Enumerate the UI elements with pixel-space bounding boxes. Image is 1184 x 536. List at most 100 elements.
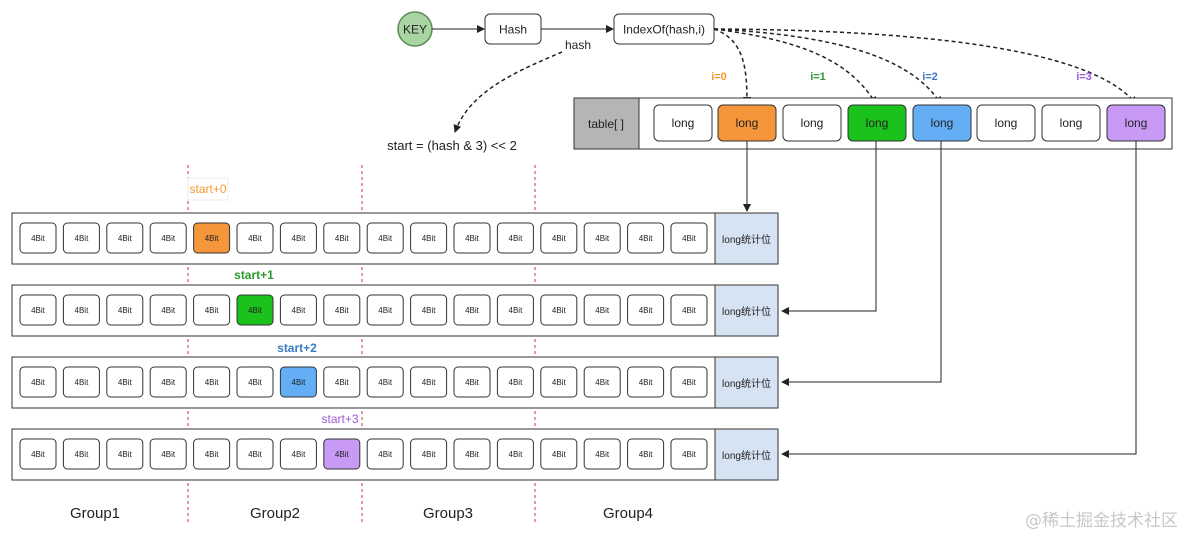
bit-cell <box>279 438 317 470</box>
table-cell-6 <box>1041 104 1101 142</box>
bit-cell <box>19 222 57 254</box>
group-label-4: Group4 <box>603 505 653 522</box>
table-cell-label-0: long <box>672 116 695 130</box>
table-cell-label-2: long <box>801 116 824 130</box>
bit-cell <box>670 366 708 398</box>
counter-rows: 4Bit 4Bit 4Bit 4Bit 4Bit 4Bit 4Bit 4Bit 4Bit 4Bit… <box>11 212 779 481</box>
indexof-to-i2-arrow <box>713 28 942 105</box>
bit-cell-label: 4Bit <box>75 378 90 387</box>
bit-cell <box>149 294 187 326</box>
watermark: @稀土掘金技术社区 <box>1025 511 1178 531</box>
bit-cell-label: 4Bit <box>248 306 263 315</box>
bit-cell-label: 4Bit <box>682 234 697 243</box>
bit-cell-label: 4Bit <box>292 378 307 387</box>
start-label-3: start+3 <box>321 412 358 426</box>
bit-cell-label: 4Bit <box>509 378 524 387</box>
counter-cell-label: long统计位 <box>722 377 771 390</box>
bit-cell-label: 4Bit <box>161 378 176 387</box>
bit-cell-label: 4Bit <box>552 306 567 315</box>
bit-cell <box>540 438 578 470</box>
bit-cell <box>670 438 708 470</box>
bit-cell <box>410 222 448 254</box>
bit-cell <box>627 438 665 470</box>
bit-cell-label: 4Bit <box>552 450 567 459</box>
table-label-cell <box>573 97 640 150</box>
bit-cell-label: 4Bit <box>465 450 480 459</box>
bit-cell-label: 4Bit <box>292 234 307 243</box>
bit-cell <box>236 366 274 398</box>
bit-cell <box>583 222 621 254</box>
group-label-3: Group3 <box>423 505 473 522</box>
bit-cell <box>236 438 274 470</box>
bit-cell <box>236 222 274 254</box>
bit-cell-label: 4Bit <box>118 234 133 243</box>
bit-cell <box>366 294 404 326</box>
bit-cell <box>540 222 578 254</box>
counter-cell-label: long统计位 <box>722 305 771 318</box>
table-cell-label-7: long <box>1125 116 1148 130</box>
bit-cell-label: 4Bit <box>205 306 220 315</box>
bit-cell-label: 4Bit <box>161 450 176 459</box>
bit-cell-label: 4Bit <box>639 306 654 315</box>
bit-cell-label: 4Bit <box>205 234 220 243</box>
bit-cell-label: 4Bit <box>422 306 437 315</box>
indexof-to-i0-arrow <box>713 28 751 105</box>
bit-cell <box>583 366 621 398</box>
bit-cell <box>410 294 448 326</box>
start-formula: start = (hash & 3) << 2 <box>387 138 517 153</box>
table-label: table[ ] <box>588 117 624 131</box>
bit-cell-label: 4Bit <box>465 234 480 243</box>
table-cell-label-6: long <box>1060 116 1083 130</box>
index-label-i1: i=1 <box>810 71 826 83</box>
bit-cell <box>149 366 187 398</box>
index-label-i3: i=3 <box>1076 71 1092 83</box>
start-label-2: start+2 <box>277 341 317 355</box>
bit-cell <box>19 366 57 398</box>
bit-cell <box>496 294 534 326</box>
bit-cell-label: 4Bit <box>422 378 437 387</box>
counter-cell-3 <box>714 356 779 409</box>
group-label-2: Group2 <box>250 505 300 522</box>
bit-cell-label: 4Bit <box>161 306 176 315</box>
bit-cell <box>670 222 708 254</box>
bit-cell <box>106 366 144 398</box>
index-label-i0: i=0 <box>711 71 727 83</box>
bit-cell <box>540 294 578 326</box>
bit-cell-label: 4Bit <box>335 378 350 387</box>
bit-cell-label: 4Bit <box>378 378 393 387</box>
bit-cell-label: 4Bit <box>595 378 610 387</box>
bit-cell-label: 4Bit <box>335 306 350 315</box>
bit-cell-label: 4Bit <box>205 378 220 387</box>
bit-cell <box>19 438 57 470</box>
bit-cell <box>62 294 100 326</box>
bit-cell <box>366 438 404 470</box>
counter-cell-label: long统计位 <box>722 233 771 246</box>
bit-cell-label: 4Bit <box>31 378 46 387</box>
bit-cell <box>453 438 491 470</box>
hash-node-label: Hash <box>499 23 527 37</box>
bit-cell <box>540 366 578 398</box>
indexof-to-i1-arrow <box>713 28 877 105</box>
bit-cell-label: 4Bit <box>248 378 263 387</box>
indexof-node-label: IndexOf(hash,i) <box>623 23 705 37</box>
bit-cell-label: 4Bit <box>595 306 610 315</box>
bit-cell-label: 4Bit <box>639 234 654 243</box>
indexof-to-i3-arrow <box>713 28 1137 105</box>
bit-cell-label: 4Bit <box>639 450 654 459</box>
table-i2-to-row3-arrow <box>781 141 942 386</box>
bit-cell <box>366 366 404 398</box>
bit-cell <box>279 366 317 398</box>
start-label-1: start+1 <box>234 268 274 282</box>
index-label-i2: i=2 <box>922 71 938 83</box>
table-i3-to-row4-arrow <box>781 141 1137 458</box>
bit-cell <box>62 438 100 470</box>
bit-cell <box>193 294 231 326</box>
bit-cell <box>323 294 361 326</box>
table-cell-5 <box>976 104 1036 142</box>
bit-cell <box>106 294 144 326</box>
bit-cell-label: 4Bit <box>161 234 176 243</box>
bit-cell <box>627 366 665 398</box>
bit-cell <box>193 222 231 254</box>
bit-cell-label: 4Bit <box>335 450 350 459</box>
